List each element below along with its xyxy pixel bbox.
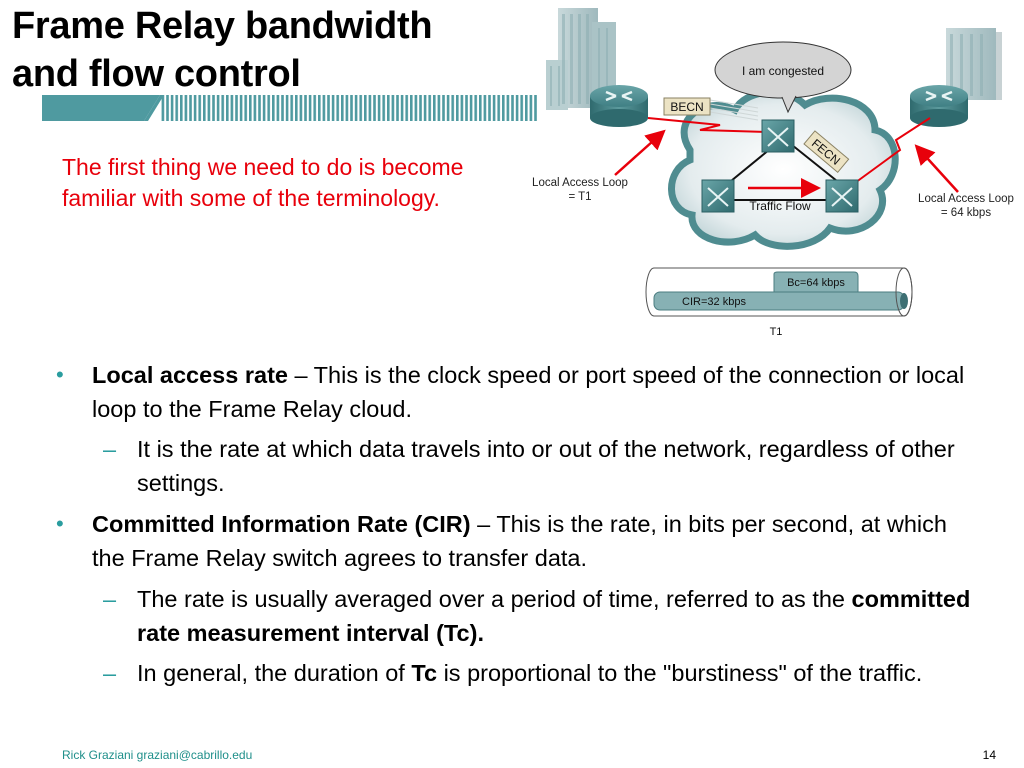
- left-loop-arrow: [614, 129, 666, 176]
- sub-text-end: is proportional to the "burstiness" of t…: [437, 660, 923, 686]
- bc-segment: [773, 271, 859, 293]
- sub-text: In general, the duration of: [137, 660, 412, 686]
- top-switch-icon: [761, 119, 795, 153]
- right-loop-arrow: [914, 144, 959, 193]
- bc-label: Bc=64 kbps: [787, 277, 845, 289]
- right-loop-label-line1: Local Access Loop: [918, 193, 1014, 205]
- left-loop-label-line1: Local Access Loop: [532, 177, 628, 189]
- sub-bullet: – In general, the duration of Tc is prop…: [103, 656, 977, 690]
- footer-author: Rick Graziani graziani@cabrillo.edu: [62, 748, 253, 762]
- bullet-text: – This is the rate, in bits per second, …: [92, 511, 947, 571]
- becn-label: BECN: [670, 100, 703, 114]
- left-access-line: [647, 117, 769, 133]
- bottom-right-switch-icon: [825, 179, 859, 213]
- bullet-local-access-rate: • Local access rate – This is the clock …: [56, 358, 972, 426]
- bullet-cir: • Committed Information Rate (CIR) – Thi…: [56, 507, 972, 575]
- bullet-text: – This is the clock speed or port speed …: [92, 362, 965, 422]
- bullet-term: Committed Information Rate (CIR): [92, 511, 471, 537]
- left-building-icon: [546, 8, 616, 110]
- sub-text: The rate is usually averaged over a peri…: [137, 586, 852, 612]
- page-number: 14: [982, 748, 996, 762]
- title-line-1: Frame Relay bandwidth: [12, 5, 433, 47]
- bullet-term: Local access rate: [92, 362, 288, 388]
- becn-tag: BECN: [663, 97, 759, 121]
- t1-pipe-illustration: Bc=64 kbps CIR=32 kbps T1: [645, 267, 913, 338]
- sub-text: It is the rate at which data travels int…: [137, 436, 955, 496]
- cir-label: CIR=32 kbps: [682, 296, 746, 308]
- traffic-flow-label: Traffic Flow: [749, 199, 811, 213]
- sub-marker: –: [103, 586, 117, 612]
- sub-bold-text: Tc: [411, 660, 438, 686]
- bullet-marker: •: [56, 511, 64, 536]
- right-router-icon: [910, 85, 968, 127]
- bullet-marker: •: [56, 362, 64, 387]
- right-loop-label-line2: = 64 kbps: [941, 207, 991, 219]
- slide-title: Frame Relay bandwidth and flow control: [12, 2, 552, 98]
- link-top-right: [791, 144, 843, 186]
- title-line-2: and flow control: [12, 53, 301, 95]
- speech-bubble-text: I am congested: [742, 64, 824, 78]
- left-loop-label-line2: = T1: [568, 191, 591, 203]
- sub-marker: –: [103, 436, 117, 462]
- sub-bullet: – The rate is usually averaged over a pe…: [103, 582, 977, 650]
- frame-relay-diagram: I am congested BECN FECN: [532, 8, 1014, 338]
- sub-marker: –: [103, 660, 117, 686]
- intro-note: The first thing we need to do is become …: [62, 154, 464, 211]
- left-router-icon: [590, 85, 648, 127]
- t1-label: T1: [770, 326, 783, 338]
- congestion-speech-bubble: I am congested: [714, 41, 852, 114]
- sub-bullet: – It is the rate at which data travels i…: [103, 432, 977, 500]
- bottom-left-switch-icon: [701, 179, 735, 213]
- right-access-line: [847, 117, 931, 189]
- sub-bold-text: committed rate measurement interval (Tc)…: [137, 586, 971, 646]
- title-decorative-bar: [42, 95, 538, 121]
